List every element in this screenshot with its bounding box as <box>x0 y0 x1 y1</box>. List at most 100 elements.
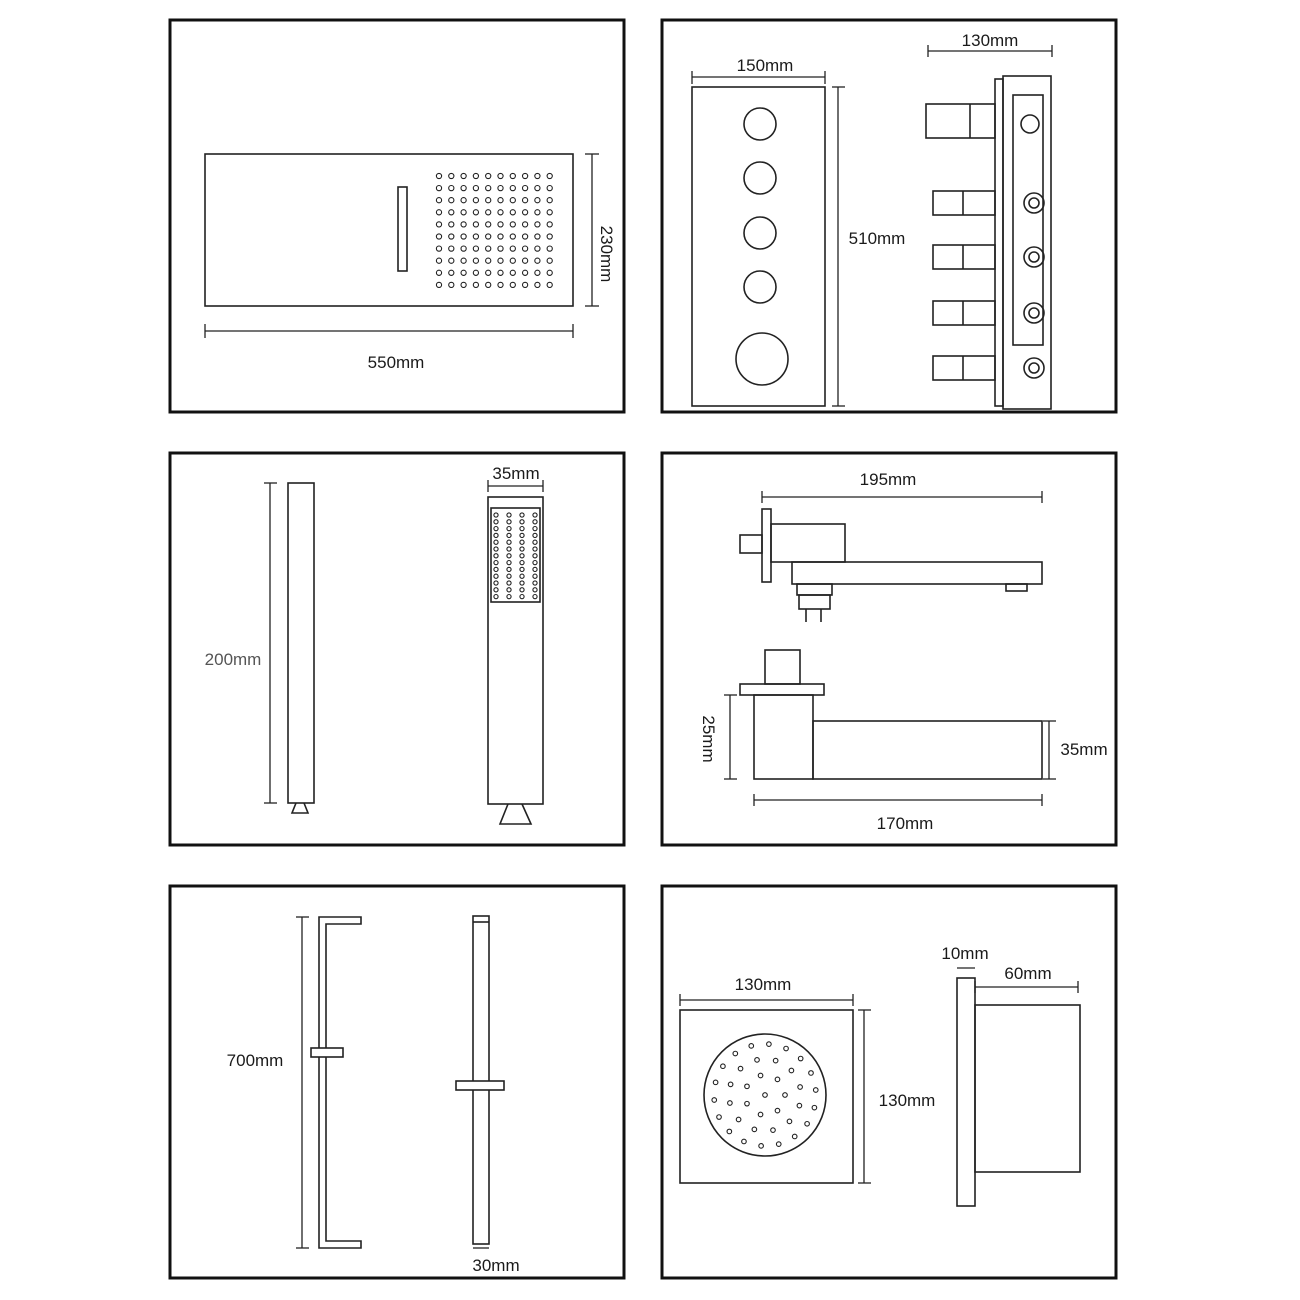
body-jet-plate <box>679 1009 854 1184</box>
nozzle <box>519 566 525 573</box>
nozzle <box>506 566 512 573</box>
width-label: 30mm <box>472 1256 519 1275</box>
nozzle <box>509 233 516 240</box>
nozzle <box>460 281 467 289</box>
nozzle <box>506 573 512 579</box>
nozzle <box>521 233 529 240</box>
nozzle <box>460 257 467 264</box>
nozzle <box>497 197 504 204</box>
stem-port <box>1023 302 1045 324</box>
shower-head-body <box>204 153 574 307</box>
nozzle <box>775 1141 782 1147</box>
stem-port <box>1023 357 1045 379</box>
nozzle <box>770 1127 776 1133</box>
nozzle <box>435 257 443 264</box>
panel-slide-bar: 700mm 30mm <box>168 884 626 1280</box>
nozzle <box>546 197 553 204</box>
nozzle <box>448 209 455 216</box>
wall-flange <box>761 508 772 583</box>
diverter-knob-side <box>764 649 801 685</box>
stem-port-inner <box>1028 307 1040 319</box>
nozzle <box>748 1043 755 1049</box>
nozzle <box>493 559 499 566</box>
nozzle <box>546 257 553 264</box>
front-width-label: 150mm <box>737 56 794 75</box>
nozzle <box>485 233 492 240</box>
spout-outlet <box>1005 583 1028 592</box>
nozzle <box>519 580 525 586</box>
nozzle <box>472 245 480 252</box>
nozzle <box>521 245 529 252</box>
nozzle <box>460 269 467 276</box>
nozzle <box>532 559 538 566</box>
nozzle <box>532 512 538 518</box>
nozzle <box>726 1128 733 1135</box>
nozzle <box>720 1063 726 1070</box>
nozzle <box>716 1114 722 1120</box>
width-label: 130mm <box>735 975 792 994</box>
nozzle <box>782 1092 788 1098</box>
control-knob <box>743 270 777 304</box>
nozzle <box>509 172 516 180</box>
nozzle <box>534 245 541 252</box>
nozzle <box>506 593 512 600</box>
nozzle <box>519 553 525 559</box>
nozzle <box>534 221 541 228</box>
nozzle <box>797 1084 803 1090</box>
nozzle <box>460 233 467 240</box>
body-jet-plate-side <box>956 977 976 1207</box>
thermostat-handle-side <box>925 103 996 139</box>
valve-cartridge-block <box>1002 75 1052 410</box>
nozzle <box>532 532 538 539</box>
spray-nozzles <box>711 1041 819 1149</box>
nozzle <box>506 587 512 593</box>
nozzle <box>493 519 499 525</box>
nozzle <box>485 281 492 289</box>
valve-port <box>1020 114 1040 134</box>
spout-base-side <box>753 694 814 780</box>
nozzle <box>766 1041 772 1047</box>
control-knob <box>743 216 777 250</box>
nozzle <box>485 269 492 276</box>
stem-port-inner <box>1028 362 1040 374</box>
nozzle <box>509 221 516 228</box>
nozzle <box>532 553 538 559</box>
valve-stem <box>932 300 996 326</box>
nozzle <box>532 587 538 593</box>
top-reach-label: 195mm <box>860 470 917 489</box>
nozzle <box>532 539 538 545</box>
nozzle <box>497 209 504 216</box>
nozzle <box>493 580 499 586</box>
spray-disc <box>703 1033 827 1157</box>
nozzle <box>493 525 499 532</box>
nozzle <box>712 1079 719 1086</box>
nozzle <box>546 245 553 252</box>
nozzle <box>509 209 516 216</box>
nozzle <box>546 269 553 276</box>
slide-bar-front <box>472 915 490 1245</box>
nozzle <box>509 257 516 264</box>
left-height-label: 25mm <box>699 715 718 762</box>
nozzle <box>493 593 499 600</box>
valve-internal <box>1012 94 1044 346</box>
nozzle <box>546 172 553 180</box>
nozzle <box>435 245 443 252</box>
nozzle <box>497 233 504 240</box>
nozzle <box>532 546 538 552</box>
nozzle <box>509 197 516 204</box>
nozzle <box>448 184 455 192</box>
nozzle <box>727 1100 733 1106</box>
nozzle <box>521 281 529 289</box>
nozzle <box>519 532 525 539</box>
nozzle <box>460 245 467 252</box>
nozzle <box>521 184 529 192</box>
depth-label: 60mm <box>1004 964 1051 983</box>
panel-rain-shower-head: 550mm 230mm <box>168 18 626 414</box>
nozzle <box>521 209 529 216</box>
nozzle <box>534 257 541 264</box>
control-knob <box>743 161 777 195</box>
width-label: 35mm <box>492 464 539 483</box>
nozzle <box>783 1045 789 1052</box>
nozzle <box>485 184 492 192</box>
